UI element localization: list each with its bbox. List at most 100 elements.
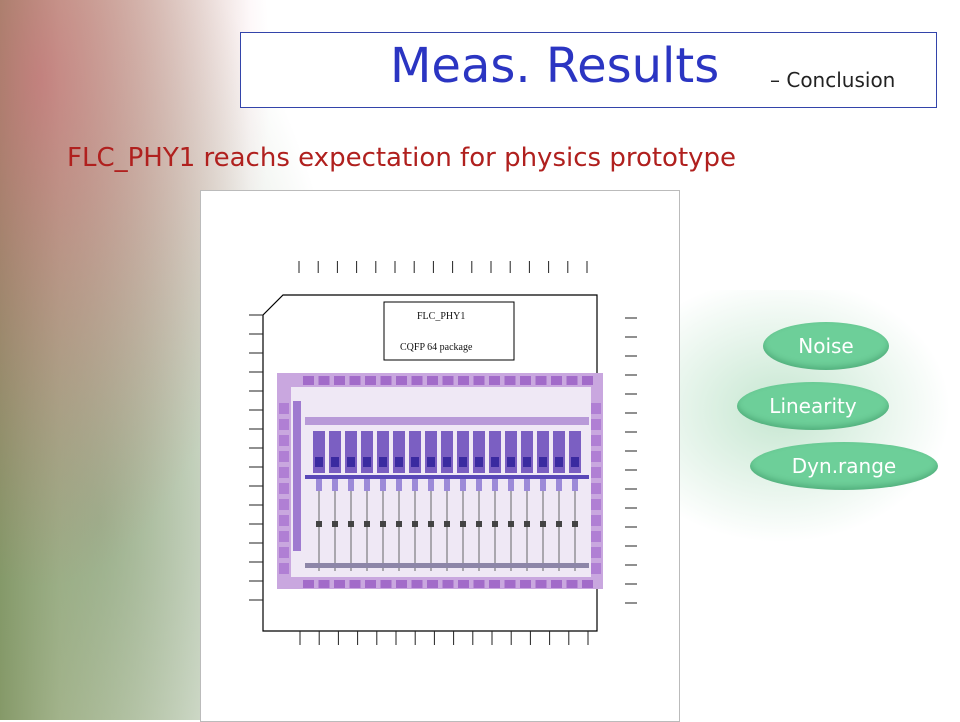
- die-pad: [411, 376, 423, 385]
- die-pad: [473, 376, 485, 385]
- chip-package-type: CQFP 64 package: [400, 342, 473, 353]
- slide-title-suffix: – Conclusion: [770, 68, 896, 92]
- die-pad: [279, 451, 289, 462]
- die-pad: [279, 515, 289, 526]
- die-pad: [591, 435, 601, 446]
- die-pad: [303, 580, 314, 588]
- badge-linearity: Linearity: [737, 382, 889, 430]
- die-pad: [279, 563, 289, 574]
- die-pad: [591, 547, 601, 558]
- die-channel-cap: [508, 477, 514, 491]
- chip-package-svg: [249, 261, 637, 645]
- die-channel-cell: [331, 457, 339, 467]
- die-pad: [458, 376, 469, 385]
- die-pad: [380, 580, 392, 588]
- die-channel-cell: [539, 457, 547, 467]
- die-channel-cap: [444, 477, 450, 491]
- die-channel-cap: [492, 477, 498, 491]
- die-pad: [566, 376, 578, 385]
- die-pad: [279, 499, 289, 510]
- slide-title: Meas. Results: [390, 38, 720, 94]
- die-pad: [442, 376, 454, 385]
- die-channel-cell: [411, 457, 419, 467]
- die-channel-cell: [523, 457, 531, 467]
- die-channel-cap: [316, 477, 322, 491]
- die-bus: [305, 417, 589, 425]
- die-pad: [380, 376, 392, 385]
- die-pad: [334, 580, 345, 588]
- die-pad: [318, 580, 330, 588]
- die-pad: [473, 580, 485, 588]
- die-channel-cell: [571, 457, 579, 467]
- badge-noise: Noise: [763, 322, 889, 370]
- die-channel-node: [572, 521, 578, 527]
- die-channel-node: [460, 521, 466, 527]
- die-channel-cell: [395, 457, 403, 467]
- title-box: [240, 32, 937, 108]
- die-channel-node: [380, 521, 386, 527]
- die-pad: [591, 451, 601, 462]
- die-channel-cell: [507, 457, 515, 467]
- die-channel-node: [524, 521, 530, 527]
- die-pad: [279, 483, 289, 494]
- die-pad: [582, 580, 593, 588]
- die-channel-cap: [412, 477, 418, 491]
- die-pad: [279, 531, 289, 542]
- die-pad: [591, 483, 601, 494]
- die-pad: [279, 435, 289, 446]
- die-pad: [349, 580, 361, 588]
- die-pad: [318, 376, 330, 385]
- die-pad: [365, 580, 376, 588]
- die-pad: [591, 403, 601, 414]
- chip-name-box: [383, 301, 515, 361]
- chip-die: [277, 373, 603, 589]
- die-pad: [551, 376, 562, 385]
- die-channel-cell: [347, 457, 355, 467]
- die-channel-node: [396, 521, 402, 527]
- die-channel-cap: [556, 477, 562, 491]
- die-channel-node: [492, 521, 498, 527]
- die-channel-cap: [428, 477, 434, 491]
- die-pad: [591, 563, 601, 574]
- die-pad: [582, 376, 593, 385]
- die-channel-cell: [379, 457, 387, 467]
- die-pad: [334, 376, 345, 385]
- die-pad: [489, 580, 500, 588]
- die-channel-cap: [572, 477, 578, 491]
- die-pad: [591, 531, 601, 542]
- die-pad: [279, 419, 289, 430]
- die-pad: [427, 580, 438, 588]
- die-pad: [458, 580, 469, 588]
- die-bus: [305, 563, 589, 568]
- badge-dyn-range: Dyn.range: [750, 442, 938, 490]
- die-channel-node: [508, 521, 514, 527]
- slide-subtitle: FLC_PHY1 reachs expectation for physics …: [67, 143, 737, 173]
- die-pad: [591, 515, 601, 526]
- die-channel-node: [428, 521, 434, 527]
- die-channel-node: [412, 521, 418, 527]
- die-channel-cap: [364, 477, 370, 491]
- die-pad: [535, 580, 547, 588]
- die-pad: [504, 376, 516, 385]
- die-pad: [489, 376, 500, 385]
- die-bus: [305, 475, 589, 479]
- die-pad: [520, 376, 531, 385]
- die-pad: [303, 376, 314, 385]
- die-channel-node: [348, 521, 354, 527]
- die-channel-node: [364, 521, 370, 527]
- die-channel-cap: [540, 477, 546, 491]
- die-channel-cap: [348, 477, 354, 491]
- die-channel-node: [444, 521, 450, 527]
- die-pad: [349, 376, 361, 385]
- die-channel-cell: [459, 457, 467, 467]
- die-channel-node: [540, 521, 546, 527]
- die-channel-cell: [555, 457, 563, 467]
- die-pad: [442, 580, 454, 588]
- die-pad: [520, 580, 531, 588]
- die-pad: [411, 580, 423, 588]
- die-pad: [551, 580, 562, 588]
- die-pad: [535, 376, 547, 385]
- die-channel-cell: [427, 457, 435, 467]
- die-channel-node: [316, 521, 322, 527]
- package-outline: [262, 294, 598, 632]
